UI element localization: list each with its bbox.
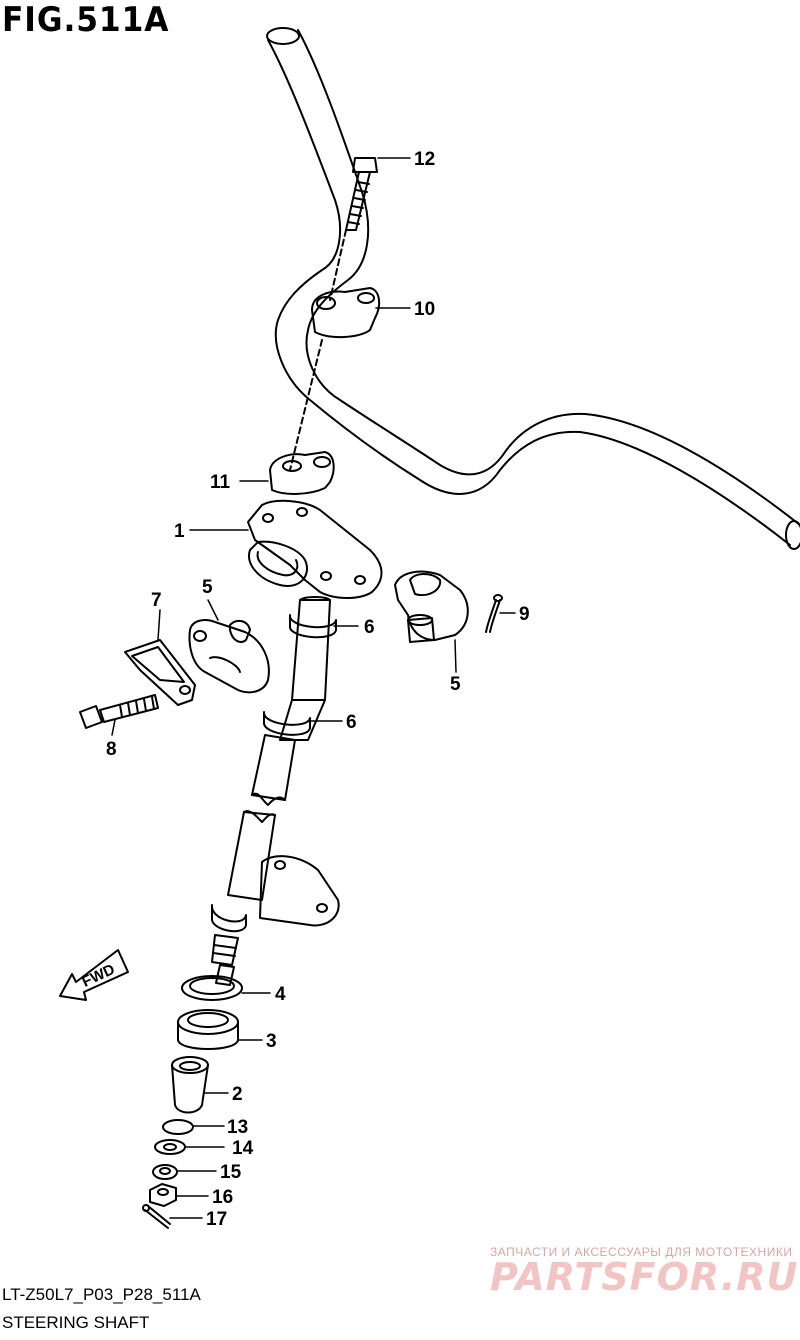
upper-handlebar-clamp bbox=[311, 287, 381, 338]
watermark-brand: PARTSFOR.RU bbox=[490, 1255, 799, 1299]
castle-nut bbox=[149, 1183, 177, 1207]
handlebar-clamp-bolt bbox=[289, 157, 378, 471]
handlebar bbox=[266, 27, 800, 550]
handlebar-holder-plate bbox=[247, 499, 383, 599]
callout-5-left: 5 bbox=[202, 577, 213, 598]
watermark-tagline: ЗАПЧАСТИ И АКСЕССУАРЫ ДЛЯ МОТОТЕХНИКИ bbox=[490, 1245, 793, 1259]
washer-15 bbox=[152, 1164, 178, 1180]
callout-4: 4 bbox=[275, 984, 286, 1005]
callout-6-upper: 6 bbox=[364, 617, 375, 638]
callout-13: 13 bbox=[227, 1117, 248, 1138]
washer-13 bbox=[162, 1119, 194, 1135]
steering-shaft-upper bbox=[251, 596, 337, 806]
washer-14 bbox=[154, 1139, 186, 1155]
cotter-pin-9 bbox=[485, 594, 503, 633]
lower-handlebar-clamp bbox=[269, 451, 335, 495]
callout-14: 14 bbox=[232, 1138, 254, 1159]
callout-12: 12 bbox=[414, 149, 435, 170]
callout-9: 9 bbox=[519, 604, 530, 625]
steering-arm-right bbox=[394, 570, 469, 643]
callout-17: 17 bbox=[206, 1209, 227, 1230]
lock-plate bbox=[124, 639, 196, 706]
figure-title: FIG.511A bbox=[2, 0, 170, 40]
oil-seal bbox=[181, 975, 243, 1001]
callout-11: 11 bbox=[210, 472, 231, 493]
callout-16: 16 bbox=[212, 1187, 233, 1208]
figure-caption: STEERING SHAFT bbox=[2, 1313, 150, 1332]
steering-arm-left bbox=[188, 619, 270, 694]
callout-8: 8 bbox=[106, 739, 117, 760]
callout-2: 2 bbox=[232, 1084, 243, 1105]
bushing bbox=[171, 1056, 209, 1114]
bearing bbox=[177, 1009, 239, 1050]
callout-1: 1 bbox=[174, 521, 185, 542]
callout-5-right: 5 bbox=[450, 674, 461, 695]
callout-3: 3 bbox=[266, 1031, 277, 1052]
figure-code: LT-Z50L7_P03_P28_511A bbox=[2, 1285, 201, 1304]
callout-7: 7 bbox=[151, 590, 162, 611]
arm-bolt bbox=[79, 694, 159, 729]
cotter-pin-17 bbox=[142, 1204, 171, 1229]
steering-shaft-lower bbox=[211, 810, 340, 986]
callout-15: 15 bbox=[220, 1162, 242, 1183]
callout-10: 10 bbox=[414, 299, 435, 320]
leader-lines bbox=[111, 157, 516, 1219]
callout-6-lower: 6 bbox=[346, 712, 357, 733]
fwd-arrow bbox=[59, 949, 129, 1001]
